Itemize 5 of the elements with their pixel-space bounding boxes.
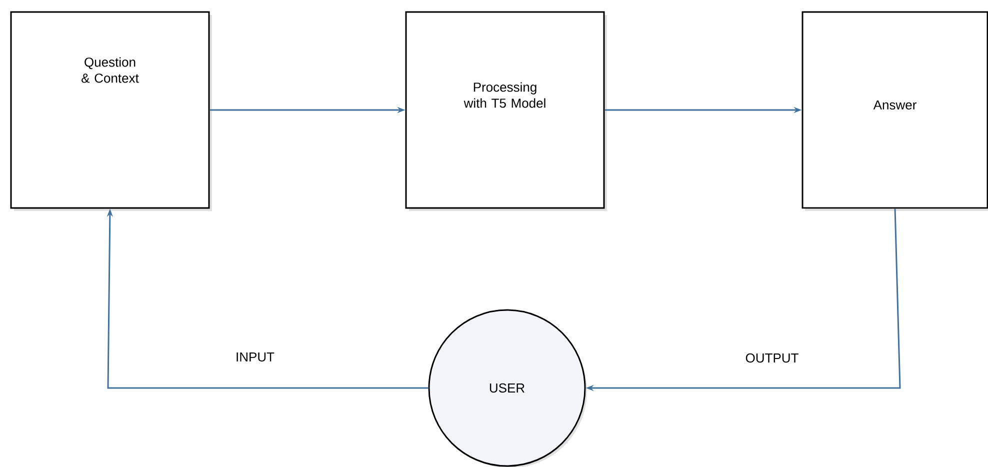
edge-label: INPUT	[234, 351, 276, 363]
process-box: Processing with T5 Model	[405, 11, 607, 211]
edge-label: OUTPUT	[744, 352, 800, 364]
process-box: Question & Context	[10, 11, 212, 211]
process-box: Answer	[802, 11, 988, 211]
